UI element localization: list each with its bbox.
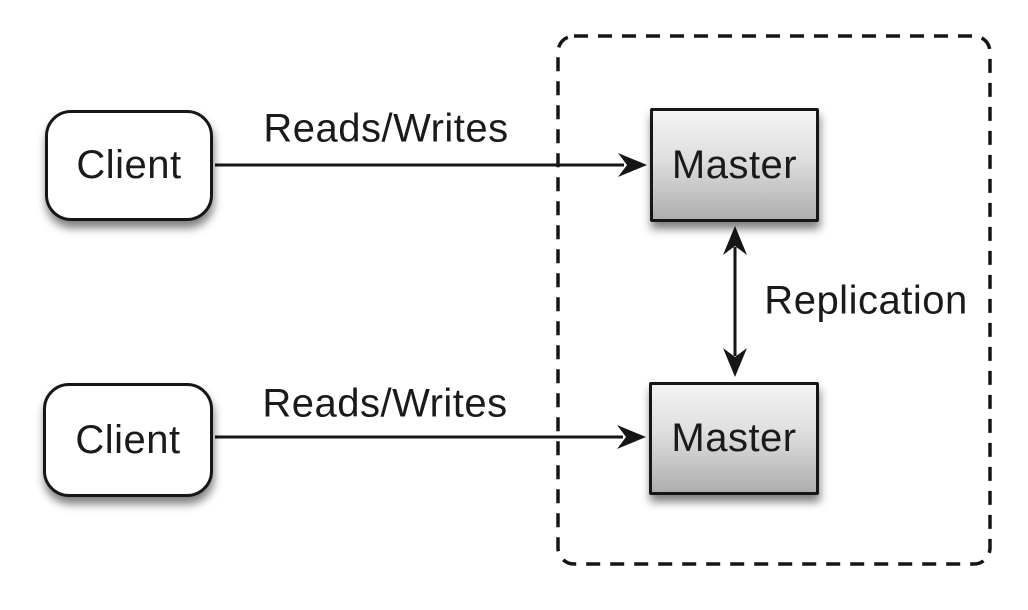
node-label: Master [671,142,798,187]
arrowhead-right-icon [617,425,646,449]
arrowhead-right-icon [618,153,647,177]
node-master-top: Master [650,108,819,222]
node-master-bottom: Master [649,382,819,495]
edge-reads-writes-bottom [215,425,646,449]
edge-label-replication: Replication [764,278,968,323]
node-client-top: Client [45,110,213,221]
edge-replication [723,226,747,377]
edge-label-reads-writes-bottom: Reads/Writes [262,381,508,426]
replication-group-boundary [556,34,992,566]
node-label: Client [76,143,182,187]
edge-label-reads-writes-top: Reads/Writes [263,106,509,151]
node-label: Client [75,417,181,462]
arrowhead-down-icon [723,348,747,377]
edge-reads-writes-top [215,153,647,177]
arrowhead-up-icon [723,226,747,255]
node-client-bottom: Client [43,383,213,497]
node-label: Master [671,416,797,460]
